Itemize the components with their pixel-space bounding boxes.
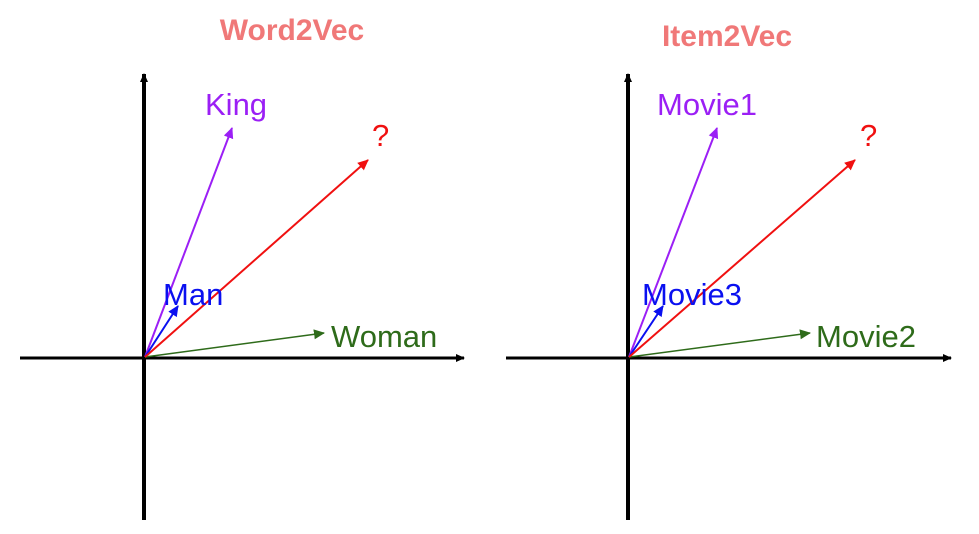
vector-label-movie3: Movie3 [642, 277, 742, 312]
vector-arrow-movie2 [628, 329, 811, 358]
vector-label-unknown: ? [372, 118, 389, 153]
vector-arrow-movie1 [628, 127, 719, 358]
vector-arrow-king [144, 127, 234, 358]
vector-label-king: King [205, 87, 267, 122]
vector-label-movie1: Movie1 [657, 87, 757, 122]
panel-word2vec: Word2Vec King Man Woman ? [20, 14, 465, 520]
vector-arrow-unknown [144, 159, 369, 358]
panel-title-word2vec: Word2Vec [220, 14, 365, 47]
vector-label-woman: Woman [331, 319, 437, 354]
panel-title-item2vec: Item2Vec [662, 20, 792, 53]
vector-label-man: Man [163, 277, 223, 312]
vector-label-movie2: Movie2 [816, 319, 916, 354]
vector-arrow-woman [144, 329, 325, 358]
axes-item2vec [506, 73, 952, 520]
vector-arrow-movie3 [628, 305, 664, 358]
vector-label-unknown: ? [860, 118, 877, 153]
panel-item2vec: Item2Vec Movie1 Movie3 Movie2 ? [506, 20, 952, 520]
vector-arrow-unknown [628, 159, 856, 358]
axes-word2vec [20, 73, 465, 520]
vector-arrow-man [144, 305, 179, 358]
